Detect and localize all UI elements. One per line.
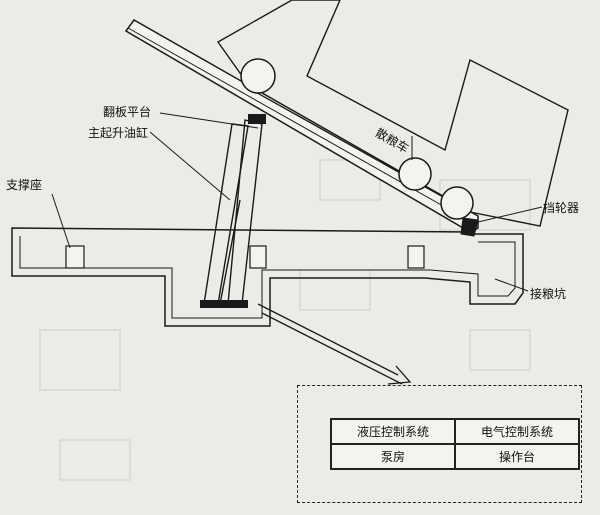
grain-truck-body (216, 0, 569, 227)
label-main-lift-cylinder: 主起升油缸 (88, 126, 149, 140)
label-grain-pit: 接粮坑 (530, 287, 567, 301)
pit-inner-line (19, 236, 516, 319)
cell-hydraulic-control-system: 液压控制系统 (331, 419, 455, 444)
leader-lines (51, 112, 543, 292)
label-support: 支撑座 (6, 178, 43, 192)
equipment-callout (297, 385, 582, 503)
foundation-pit (11, 227, 524, 327)
control-systems-table: 液压控制系统 电气控制系统 泵房 操作台 (330, 418, 580, 470)
support-pedestals (65, 245, 425, 269)
cell-pump-room: 泵房 (331, 444, 455, 469)
cell-operation-console: 操作台 (455, 444, 579, 469)
main-lift-cylinders (203, 119, 263, 305)
wheel-stop (460, 217, 479, 237)
label-tilting-platform: 翻板平台 (103, 105, 152, 119)
label-wheel-stop: 挡轮器 (543, 201, 580, 215)
callout-arrow (257, 303, 412, 385)
truck-wheels (240, 58, 474, 220)
cell-electrical-control-system: 电气控制系统 (455, 419, 579, 444)
